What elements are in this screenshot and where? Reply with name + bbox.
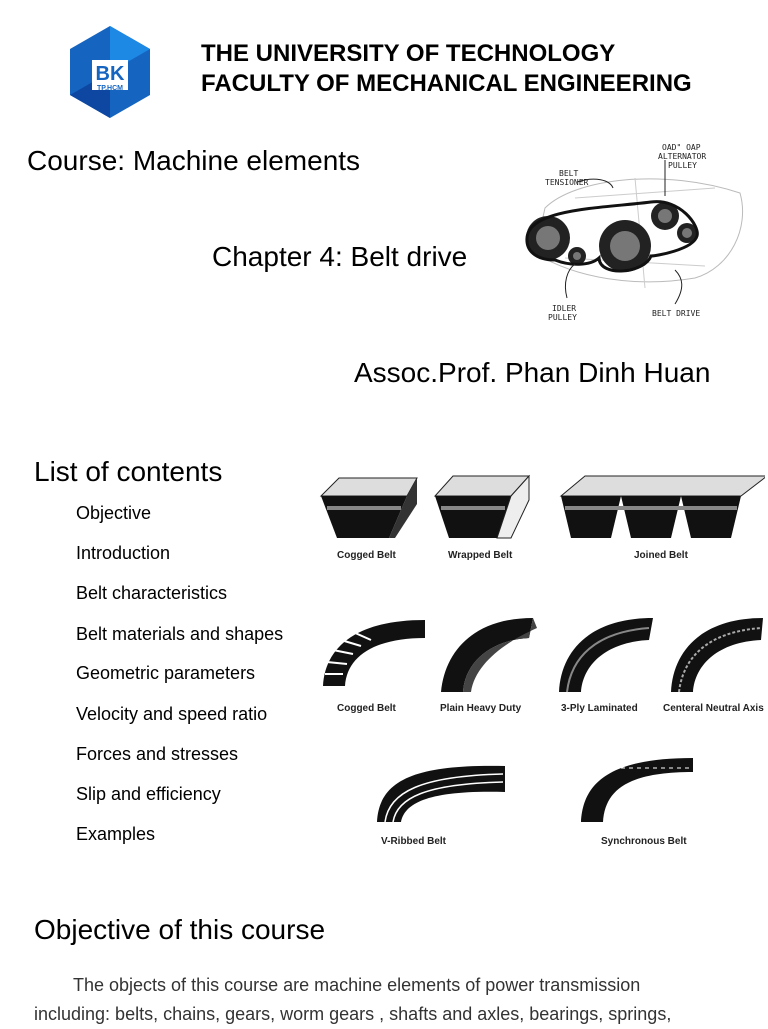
toc-item-velocity: Velocity and speed ratio: [76, 704, 268, 724]
belt-label-cogged-2: Cogged Belt: [337, 703, 397, 714]
engine-label-alternator-pulley: PULLEY: [668, 161, 697, 170]
engine-label-alternator: ALTERNATOR: [658, 152, 706, 161]
cogged-belt-curved-shape: [323, 620, 425, 686]
objective-line-2: including: belts, chains, gears, worm ge…: [34, 1004, 672, 1024]
engine-belt-drive-figure: OAD" OAP ALTERNATOR PULLEY BELT TENSIONE…: [515, 138, 760, 326]
toc-item-objective: Objective: [76, 503, 152, 523]
engine-label-belt-drive: BELT DRIVE: [652, 309, 700, 318]
belt-label-synchronous: Synchronous Belt: [601, 836, 687, 847]
joined-belt-shape: [559, 475, 768, 538]
logo-text: BK: [96, 63, 125, 85]
chapter-title: Chapter 4: Belt drive: [212, 241, 468, 272]
belt-label-cogged: Cogged Belt: [337, 550, 397, 561]
engine-label-oad: OAD" OAP: [662, 143, 701, 152]
toc-item-introduction: Introduction: [76, 543, 171, 563]
belt-label-joined: Joined Belt: [634, 550, 689, 561]
synchronous-belt-shape: [581, 758, 693, 822]
belt-label-v-ribbed: V-Ribbed Belt: [381, 836, 447, 847]
cogged-v-belt-shape: [319, 477, 418, 538]
central-neutral-axis-belt-shape: [671, 618, 763, 693]
author-name: Assoc.Prof. Phan Dinh Huan: [354, 357, 711, 388]
university-name: THE UNIVERSITY OF TECHNOLOGY: [201, 40, 616, 67]
engine-label-idler-pulley: PULLEY: [548, 313, 577, 322]
belt-label-three-ply: 3-Ply Laminated: [561, 703, 638, 714]
course-title: Course: Machine elements: [27, 145, 361, 176]
toc-item-belt-characteristics: Belt characteristics: [76, 583, 228, 603]
toc-item-geometric-parameters: Geometric parameters: [76, 663, 256, 683]
university-logo: BK TP.HCM: [62, 24, 158, 120]
three-ply-laminated-belt-shape: [559, 618, 653, 693]
wrapped-belt-shape: [433, 474, 531, 539]
belt-label-wrapped: Wrapped Belt: [448, 550, 513, 561]
faculty-name: FACULTY OF MECHANICAL ENGINEERING: [201, 70, 692, 97]
v-ribbed-belt-shape: [377, 765, 505, 823]
objective-line-1: The objects of this course are machine e…: [73, 975, 641, 995]
engine-label-tensioner: TENSIONER: [545, 178, 589, 187]
plain-heavy-duty-belt-shape: [441, 618, 537, 692]
engine-label-idler: IDLER: [552, 304, 576, 313]
toc-item-forces: Forces and stresses: [76, 744, 239, 764]
belt-types-figure: Cogged Belt Wrapped Belt Joined Belt Cog…: [315, 468, 768, 853]
belt-label-plain-heavy-duty: Plain Heavy Duty: [440, 703, 522, 714]
engine-label-belt: BELT: [559, 169, 578, 178]
objective-title: Objective of this course: [34, 914, 326, 945]
belt-label-central-neutral-axis: Centeral Neutral Axis: [663, 703, 764, 714]
toc-item-slip: Slip and efficiency: [76, 784, 221, 804]
toc-item-examples: Examples: [76, 824, 156, 844]
toc-item-belt-materials: Belt materials and shapes: [76, 624, 284, 644]
logo-subtext: TP.HCM: [97, 85, 123, 92]
contents-title: List of contents: [34, 456, 223, 487]
logo-hexagon-icon: BK TP.HCM: [70, 26, 150, 118]
